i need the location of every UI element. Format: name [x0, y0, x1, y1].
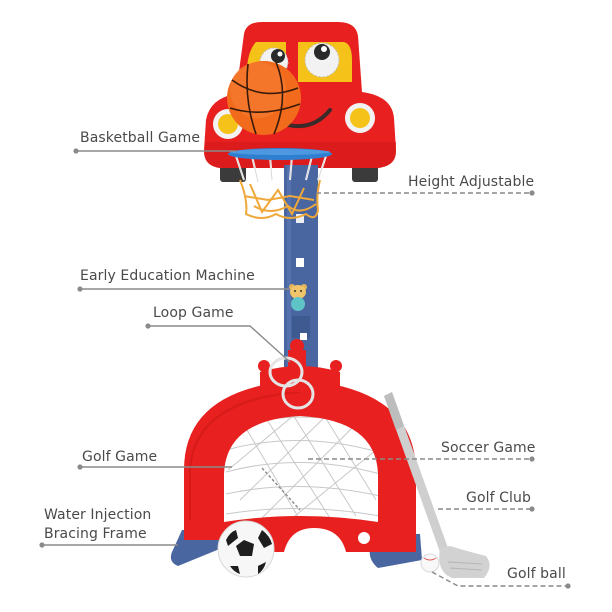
label-golf-ball: Golf ball [507, 566, 566, 582]
goal-arch [184, 380, 416, 552]
label-water-injection-line1: Water Injection [44, 507, 152, 523]
bear-education-button[interactable] [289, 284, 307, 311]
soccer-ball [217, 520, 275, 578]
label-soccer-game: Soccer Game [441, 440, 536, 456]
loop-ring [281, 378, 315, 410]
label-golf-game: Golf Game [82, 449, 158, 465]
label-water-injection-bracing-frame: Water Injection Bracing Frame [44, 507, 151, 543]
basketball [227, 61, 301, 135]
basketball-hoop [228, 148, 332, 219]
golf-club-shaft [384, 392, 448, 552]
label-water-injection-line2: Bracing Frame [44, 526, 147, 542]
label-early-education-machine: Early Education Machine [80, 268, 255, 284]
leader-line-loop [148, 325, 291, 363]
golf-ball [420, 553, 440, 573]
golf-club-head [439, 546, 490, 578]
leader-dots [39, 148, 571, 589]
label-basketball-game: Basketball Game [80, 130, 201, 146]
golf-hole [358, 532, 370, 544]
label-loop-game: Loop Game [153, 305, 234, 321]
golf-club [384, 392, 490, 578]
label-height-adjustable: Height Adjustable [408, 174, 535, 190]
pole-adjust-hole [296, 258, 304, 267]
hoop-net [239, 179, 321, 219]
leader-lines [42, 150, 568, 587]
soccer-goal [170, 339, 422, 568]
pole-adjust-hole [300, 333, 307, 340]
leader-line-golf-ball [431, 571, 568, 587]
label-golf-club: Golf Club [466, 490, 532, 506]
